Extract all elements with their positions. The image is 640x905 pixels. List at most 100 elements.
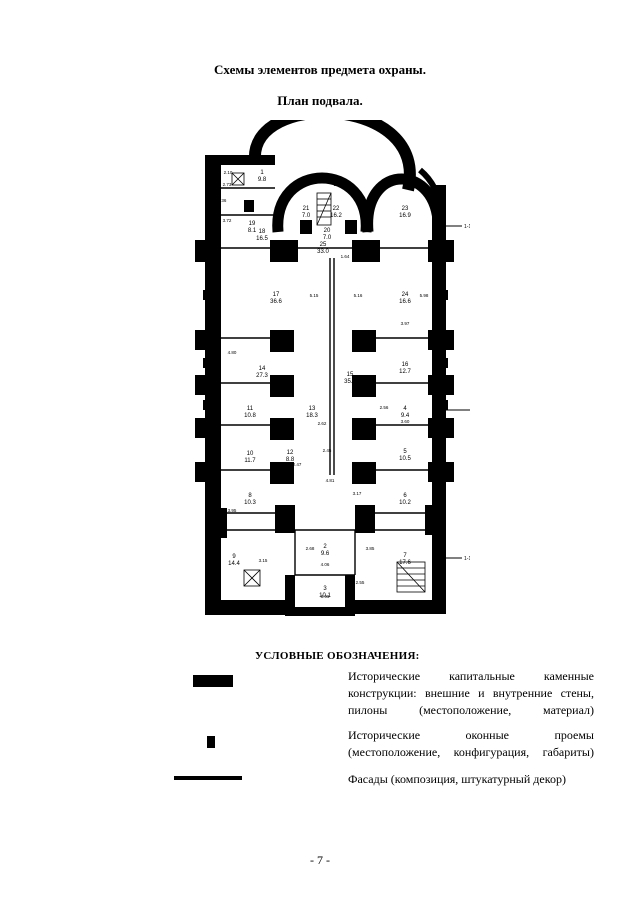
room-number: 18 (259, 229, 266, 235)
dimension-label: 3.60 (401, 419, 410, 424)
room-area: 10.2 (399, 500, 411, 506)
room-area: 16.2 (330, 213, 342, 219)
room-number: 10 (247, 451, 254, 457)
room-number: 12 (287, 450, 294, 456)
room-area: 27.3 (256, 373, 268, 379)
room-number: 7 (403, 553, 407, 559)
room-number: 5 (403, 449, 407, 455)
dimension-label: 3.15 (259, 558, 268, 563)
room-area: 7.0 (302, 213, 311, 219)
room-area: 9.4 (401, 413, 410, 419)
room-label: 207.0 (323, 228, 332, 241)
room-label: 49.4 (401, 406, 410, 419)
room-label: 198.1 (248, 221, 257, 234)
room-number: 22 (333, 206, 340, 212)
room-area: 17.6 (399, 560, 411, 566)
room-area: 10.3 (244, 500, 256, 506)
room-area: 9.8 (258, 177, 267, 183)
outer-walls (205, 155, 446, 616)
room-area: 9.6 (321, 551, 330, 557)
room-area: 36.6 (270, 299, 282, 305)
room-number: 1 (260, 170, 264, 176)
dimension-label: 2.78 (334, 182, 343, 187)
dimension-label: 4.81 (326, 478, 335, 483)
dimension-label: 3.17 (353, 491, 362, 496)
room-number: 4 (403, 406, 407, 412)
room-label: 19.8 (258, 170, 267, 183)
dimension-label: 2.62 (318, 421, 327, 426)
room-label: 217.0 (302, 206, 311, 219)
dimension-label: 3.85 (366, 546, 375, 551)
room-number: 11 (247, 406, 254, 412)
room-area: 16.6 (399, 299, 411, 305)
dimension-label: 3.72 (223, 218, 232, 223)
room-label: 914.4 (228, 554, 240, 567)
room-number: 6 (403, 493, 407, 499)
room-area: 11.7 (244, 458, 256, 464)
room-number: 13 (309, 406, 316, 412)
section-mark: 1-1 (464, 224, 470, 230)
apses (248, 120, 444, 233)
room-number: 2 (323, 544, 327, 550)
room-area: 33.0 (317, 249, 329, 255)
legend-symbol-facades (174, 776, 242, 780)
room-area: 10.5 (399, 456, 411, 462)
legend-title: УСЛОВНЫЕ ОБОЗНАЧЕНИЯ: (255, 650, 420, 662)
room-area: 18.3 (306, 413, 318, 419)
room-area: 10.1 (319, 593, 331, 599)
interior-walls (221, 187, 432, 576)
dimension-label: 5.98 (420, 293, 429, 298)
room-number: 3 (323, 586, 327, 592)
room-label: 310.1 (319, 586, 331, 599)
room-number: 17 (273, 292, 280, 298)
section-lines (446, 225, 470, 559)
room-number: 15 (347, 372, 354, 378)
room-number: 20 (324, 228, 331, 234)
room-number: 8 (248, 493, 252, 499)
dimension-labels: 2.102.734.363.721.642.783.974.803.413.28… (218, 170, 429, 599)
room-area: 7.0 (323, 235, 332, 241)
room-number: 19 (249, 221, 256, 227)
room-label: 810.3 (244, 493, 256, 506)
legend-text-windows: Исторические оконные проемы (местоположе… (348, 728, 594, 759)
room-number: 23 (402, 206, 409, 212)
pilons (195, 200, 454, 538)
dimension-label: 4.36 (218, 198, 227, 203)
legend-text-facades: Фасады (композиция, штукатурный декор) (348, 772, 566, 786)
window-openings (203, 290, 448, 410)
room-label: 29.6 (321, 544, 330, 557)
dimension-label: 2.47 (293, 462, 302, 467)
dimension-label: 3.96 (321, 594, 330, 599)
room-area: 35.7 (344, 379, 356, 385)
section-labels: 1-1 1-1 1-1 (464, 224, 470, 562)
dimension-label: 5.15 (310, 293, 319, 298)
room-labels: 19.829.6310.149.4510.5610.2717.6810.3914… (228, 170, 411, 599)
dimension-label: 3.97 (401, 321, 410, 326)
dimension-label: 2.55 (356, 580, 365, 585)
dimension-label: 3.22 (282, 421, 291, 426)
dimension-label: 1.64 (341, 254, 350, 259)
room-area: 16.9 (399, 213, 411, 219)
room-number: 25 (320, 242, 327, 248)
room-number: 16 (402, 362, 409, 368)
basement-floor-plan: 1-1 1-1 1-1 19.8 29.6 310.1 49.4 510.5 610.2 7… (195, 120, 470, 616)
dimension-label: 2.56 (380, 405, 389, 410)
room-number: 9 (232, 554, 236, 560)
room-area: 10.8 (244, 413, 256, 419)
dimension-label: 4.80 (228, 350, 237, 355)
dimension-label: 2.68 (306, 546, 315, 551)
room-number: 14 (259, 366, 266, 372)
room-label: 717.6 (399, 553, 411, 566)
room-area: 8.8 (286, 457, 295, 463)
room-label: 128.8 (286, 450, 295, 463)
